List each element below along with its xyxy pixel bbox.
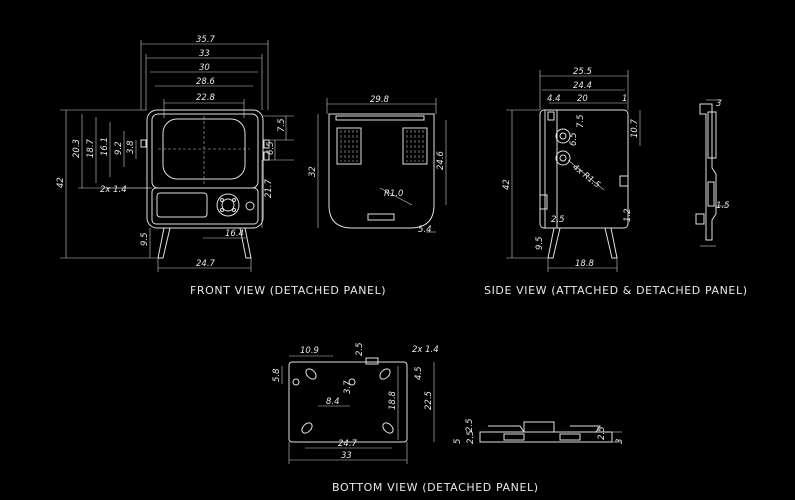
side-dimensions: 42 6.5 7.5 10.7 4x R1.5 2.5 1.2 9.5 18.8: [502, 109, 641, 272]
bottom-hole-note: 2x 1.4: [412, 345, 439, 355]
front-tv-body: [146, 109, 264, 229]
bottom-width-10-9: 10.9: [300, 346, 319, 356]
panel-height-32: 32: [308, 166, 318, 177]
front-top-dimensions: 35.7 33 30 28.6 22.8: [140, 35, 269, 118]
panel-vent-left: [336, 127, 362, 165]
bottom-plate: [288, 361, 408, 443]
front-button-small: [245, 201, 255, 211]
side-leg-left: [547, 227, 561, 259]
thin-bottom-2-5a: 2.5: [465, 418, 475, 432]
front-height-3-8: 3.8: [126, 140, 136, 154]
side-body: [539, 109, 629, 229]
front-bottom-16-4: 16.4: [225, 229, 244, 239]
side-height-42: 42: [502, 179, 512, 190]
side-top-dimensions: 25.5 24.4 4.4 20 1: [539, 67, 629, 110]
bottom-thin-profile: 2.5 5 2.5 2.5 3: [453, 418, 625, 444]
side-width-20: 20: [577, 94, 588, 104]
bottom-inner-3-7: 3.7: [343, 380, 353, 394]
bottom-width-2-5: 2.5: [355, 342, 365, 356]
front-right-dimensions: 7.5 6.5 21.7 9.5: [140, 115, 294, 258]
front-width-30: 30: [199, 63, 210, 73]
front-height-16-1: 16.1: [100, 137, 110, 156]
front-right-7-5: 7.5: [277, 118, 287, 132]
front-width-33: 33: [199, 49, 210, 59]
side-knob-upper: [555, 128, 571, 144]
side-leg-right: [604, 227, 618, 259]
thin-bottom-2-5b: 2.5: [466, 430, 476, 444]
panel-right-24-6: 24.6: [436, 150, 446, 170]
panel-width-29-8: 29.8: [370, 95, 390, 105]
side-knob-lower: [555, 150, 571, 166]
front-width-22-8: 22.8: [196, 93, 216, 103]
side-width-1: 1: [622, 94, 627, 104]
front-height-42: 42: [56, 177, 66, 188]
bottom-view: 10.9 2.5 2x 1.4 5.8 8.4 3.7 4.5 18.8 22.…: [272, 342, 625, 494]
side-dim-2-5: 2.5: [551, 215, 565, 225]
side-dim-1-2: 1.2: [623, 208, 633, 222]
front-view: 35.7 33 30 28.6 22.8 42: [56, 35, 447, 297]
side-thin-panel: 3 1.5: [695, 99, 730, 247]
front-leg-left: [157, 227, 171, 259]
front-leg-right: [239, 227, 252, 259]
bottom-feet: [292, 368, 394, 434]
side-right-10-7: 10.7: [630, 118, 640, 138]
bottom-inner-8-4: 8.4: [326, 397, 340, 407]
thin-bottom-2-5c: 2.5: [597, 426, 607, 440]
front-left-dimensions: 42 20.3 18.7 16.1 9.2 3.8 2x 1.4: [56, 109, 158, 259]
front-dial-knob: [216, 193, 240, 217]
bottom-right-4-5: 4.5: [414, 366, 424, 380]
front-bottom-24-7: 24.7: [196, 259, 216, 269]
front-bottom-dimensions: 16.4 24.7: [157, 229, 252, 272]
bottom-width-24-7: 24.7: [338, 439, 358, 449]
front-height-18-7: 18.7: [86, 138, 96, 158]
side-radius-note: 4x R1.5: [570, 162, 602, 190]
front-height-20-3: 20.3: [72, 139, 82, 158]
side-width-25-5: 25.5: [573, 67, 592, 77]
thin-dim-3: 3: [716, 99, 721, 109]
panel-slot: [367, 213, 395, 221]
side-bottom-18-8: 18.8: [575, 259, 595, 269]
bottom-right-18-8: 18.8: [388, 390, 398, 410]
thin-dim-1-5: 1.5: [716, 201, 730, 211]
front-base-21-7: 21.7: [264, 178, 274, 198]
bottom-view-caption: BOTTOM VIEW (DETACHED PANEL): [332, 481, 539, 494]
bottom-left-5-8: 5.8: [272, 368, 282, 382]
front-detached-panel: 29.8 32 24.6 R1.0 5.4: [308, 95, 447, 235]
side-view-caption: SIDE VIEW (ATTACHED & DETACHED PANEL): [484, 284, 748, 297]
bottom-right-22-5: 22.5: [424, 391, 434, 410]
front-height-9-2: 9.2: [114, 141, 124, 155]
side-width-24-4: 24.4: [573, 81, 592, 91]
side-inner-7-5: 7.5: [576, 114, 586, 128]
front-hole-note: 2x 1.4: [100, 185, 127, 195]
front-base-9-5: 9.5: [140, 232, 150, 246]
panel-radius: R1.0: [384, 189, 403, 199]
bottom-width-33: 33: [341, 451, 352, 461]
front-view-caption: FRONT VIEW (DETACHED PANEL): [190, 284, 386, 297]
thin-bottom-3: 3: [615, 439, 625, 444]
front-lower-panel: [151, 187, 259, 225]
side-view: 25.5 24.4 4.4 20 1 42 6.5 7.5 10.7 4x R1…: [484, 67, 748, 297]
panel-vent-right: [402, 127, 428, 165]
thin-bottom-5: 5: [453, 439, 463, 444]
panel-small-5-4: 5.4: [418, 225, 432, 235]
front-right-6-5: 6.5: [266, 141, 276, 155]
side-width-4-4: 4.4: [547, 94, 561, 104]
front-width-28-6: 28.6: [196, 77, 216, 87]
bottom-dimensions: 10.9 2.5 2x 1.4 5.8 8.4 3.7 4.5 18.8 22.…: [272, 342, 439, 464]
front-speaker-slot: [156, 192, 208, 218]
front-width-35-7: 35.7: [196, 35, 216, 45]
side-dim-9-5: 9.5: [535, 236, 545, 250]
side-inner-6-5: 6.5: [569, 132, 579, 146]
panel-outline: [328, 113, 435, 229]
